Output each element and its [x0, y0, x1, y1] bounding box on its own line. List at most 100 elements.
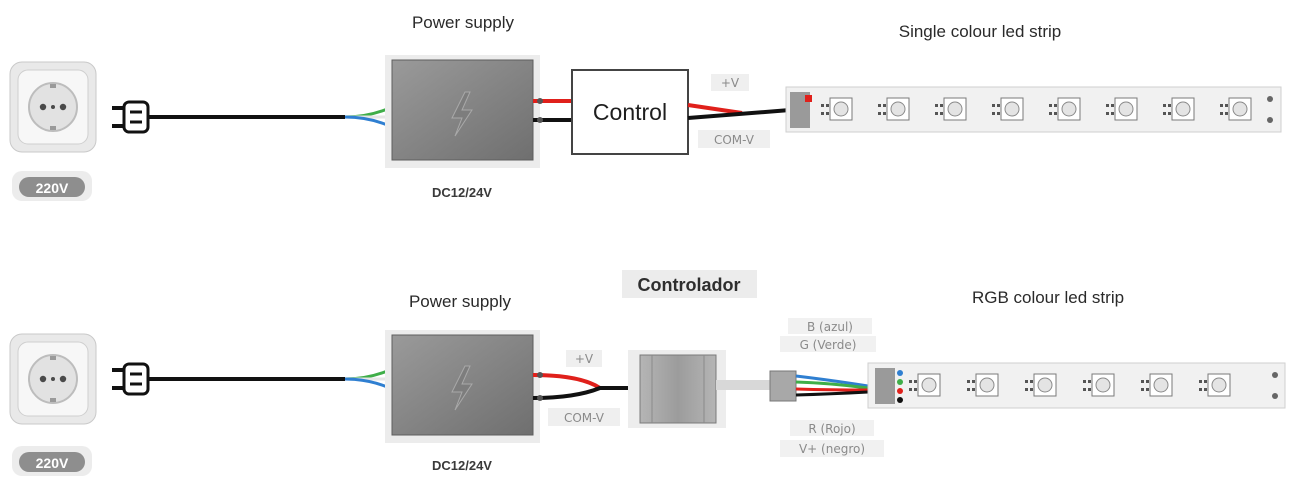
common-tag: COM-V	[698, 130, 770, 148]
resistor-pad	[1088, 380, 1091, 383]
plug-icon	[112, 362, 150, 396]
led-chip-icon	[909, 373, 1231, 397]
led-lens	[1004, 101, 1020, 117]
common-label: COM-V	[564, 411, 605, 425]
led-lens	[1232, 101, 1248, 117]
plug-icon	[112, 100, 150, 134]
led-lens	[921, 377, 937, 393]
resistor-pad	[1204, 388, 1207, 391]
resistor-pad	[1163, 104, 1166, 107]
resistor-pad	[1083, 380, 1086, 383]
led-lens	[1061, 101, 1077, 117]
wire-b-tag: B (azul)	[788, 318, 872, 334]
resistor-pad	[1030, 380, 1033, 383]
resistor-pad	[1083, 388, 1086, 391]
rgb-connector	[769, 370, 797, 402]
led-lens	[1095, 377, 1111, 393]
rgb-circuit: 220V Power supply DC12/24V +V	[9, 270, 1286, 476]
resistor-pad	[909, 380, 912, 383]
resistor-pad	[1054, 104, 1057, 107]
resistor-pad	[935, 104, 938, 107]
resistor-pad	[1225, 112, 1228, 115]
voltage-label: 220V	[36, 455, 69, 471]
resistor-pad	[1199, 380, 1202, 383]
resistor-pad	[821, 112, 824, 115]
resistor-pad	[1049, 104, 1052, 107]
resistor-pad	[826, 112, 829, 115]
resistor-pad	[883, 112, 886, 115]
resistor-pad	[1088, 388, 1091, 391]
resistor-pad	[1204, 380, 1207, 383]
controller-box: Control	[571, 69, 689, 155]
resistor-pad	[940, 112, 943, 115]
resistor-pad	[1168, 104, 1171, 107]
resistor-pad	[1168, 112, 1171, 115]
led-lens	[947, 101, 963, 117]
resistor-pad	[1220, 104, 1223, 107]
single-led-strip	[785, 86, 1282, 133]
positive-tag: +V	[566, 350, 602, 367]
resistor-pad	[967, 380, 970, 383]
resistor-pad	[972, 380, 975, 383]
resistor-pad	[1199, 388, 1202, 391]
led-lens	[1175, 101, 1191, 117]
led-lens	[833, 101, 849, 117]
resistor-pad	[1049, 112, 1052, 115]
led-lens	[1211, 377, 1227, 393]
common-label: COM-V	[714, 133, 755, 147]
resistor-pad	[1220, 112, 1223, 115]
voltage-label: 220V	[36, 180, 69, 196]
led-lens	[890, 101, 906, 117]
controller-title-tag: Controlador	[622, 270, 757, 298]
wire-g-tag: G (Verde)	[780, 336, 876, 352]
rgb-wires	[795, 374, 869, 388]
led-lens	[1037, 377, 1053, 393]
power-supply-label: Power supply	[409, 292, 512, 311]
resistor-pad	[940, 104, 943, 107]
resistor-pad	[1146, 380, 1149, 383]
strip-label: Single colour led strip	[899, 22, 1062, 41]
control-output-wires	[687, 103, 743, 115]
resistor-pad	[821, 104, 824, 107]
controller-label: Controlador	[638, 275, 741, 295]
led-chip-icon	[821, 97, 1252, 121]
resistor-pad	[1106, 112, 1109, 115]
resistor-pad	[826, 104, 829, 107]
single-colour-circuit: 220V Power supply DC12/24V C	[9, 13, 1282, 201]
resistor-pad	[883, 104, 886, 107]
led-lens	[1153, 377, 1169, 393]
resistor-pad	[992, 112, 995, 115]
wire-v-tag: V+ (negro)	[780, 440, 884, 457]
wire-g-label: G (Verde)	[800, 338, 857, 352]
resistor-pad	[1025, 388, 1028, 391]
controller-label: Control	[593, 99, 667, 125]
rgb-led-strip	[867, 362, 1286, 409]
wall-socket-icon	[9, 61, 97, 153]
wire-r-tag: R (Rojo)	[790, 420, 874, 436]
resistor-pad	[935, 112, 938, 115]
lightning-icon	[451, 365, 473, 411]
power-supply-label: Power supply	[412, 13, 515, 32]
wire-r-label: R (Rojo)	[808, 422, 855, 436]
resistor-pad	[1030, 388, 1033, 391]
positive-tag: +V	[711, 74, 749, 91]
lightning-icon	[451, 91, 473, 137]
resistor-pad	[967, 388, 970, 391]
wire-v-label: V+ (negro)	[799, 442, 865, 456]
resistor-pad	[909, 388, 912, 391]
rgb-controller-box	[628, 350, 726, 428]
resistor-pad	[1025, 380, 1028, 383]
resistor-pad	[1141, 380, 1144, 383]
resistor-pad	[1146, 388, 1149, 391]
resistor-pad	[914, 388, 917, 391]
resistor-pad	[878, 104, 881, 107]
voltage-badge: 220V	[12, 171, 92, 201]
resistor-pad	[972, 388, 975, 391]
resistor-pad	[997, 104, 1000, 107]
led-lens	[979, 377, 995, 393]
psu-rating-label: DC12/24V	[432, 185, 492, 200]
psu-rating-label: DC12/24V	[432, 458, 492, 473]
wall-socket-icon	[9, 333, 97, 425]
common-tag: COM-V	[548, 408, 620, 426]
